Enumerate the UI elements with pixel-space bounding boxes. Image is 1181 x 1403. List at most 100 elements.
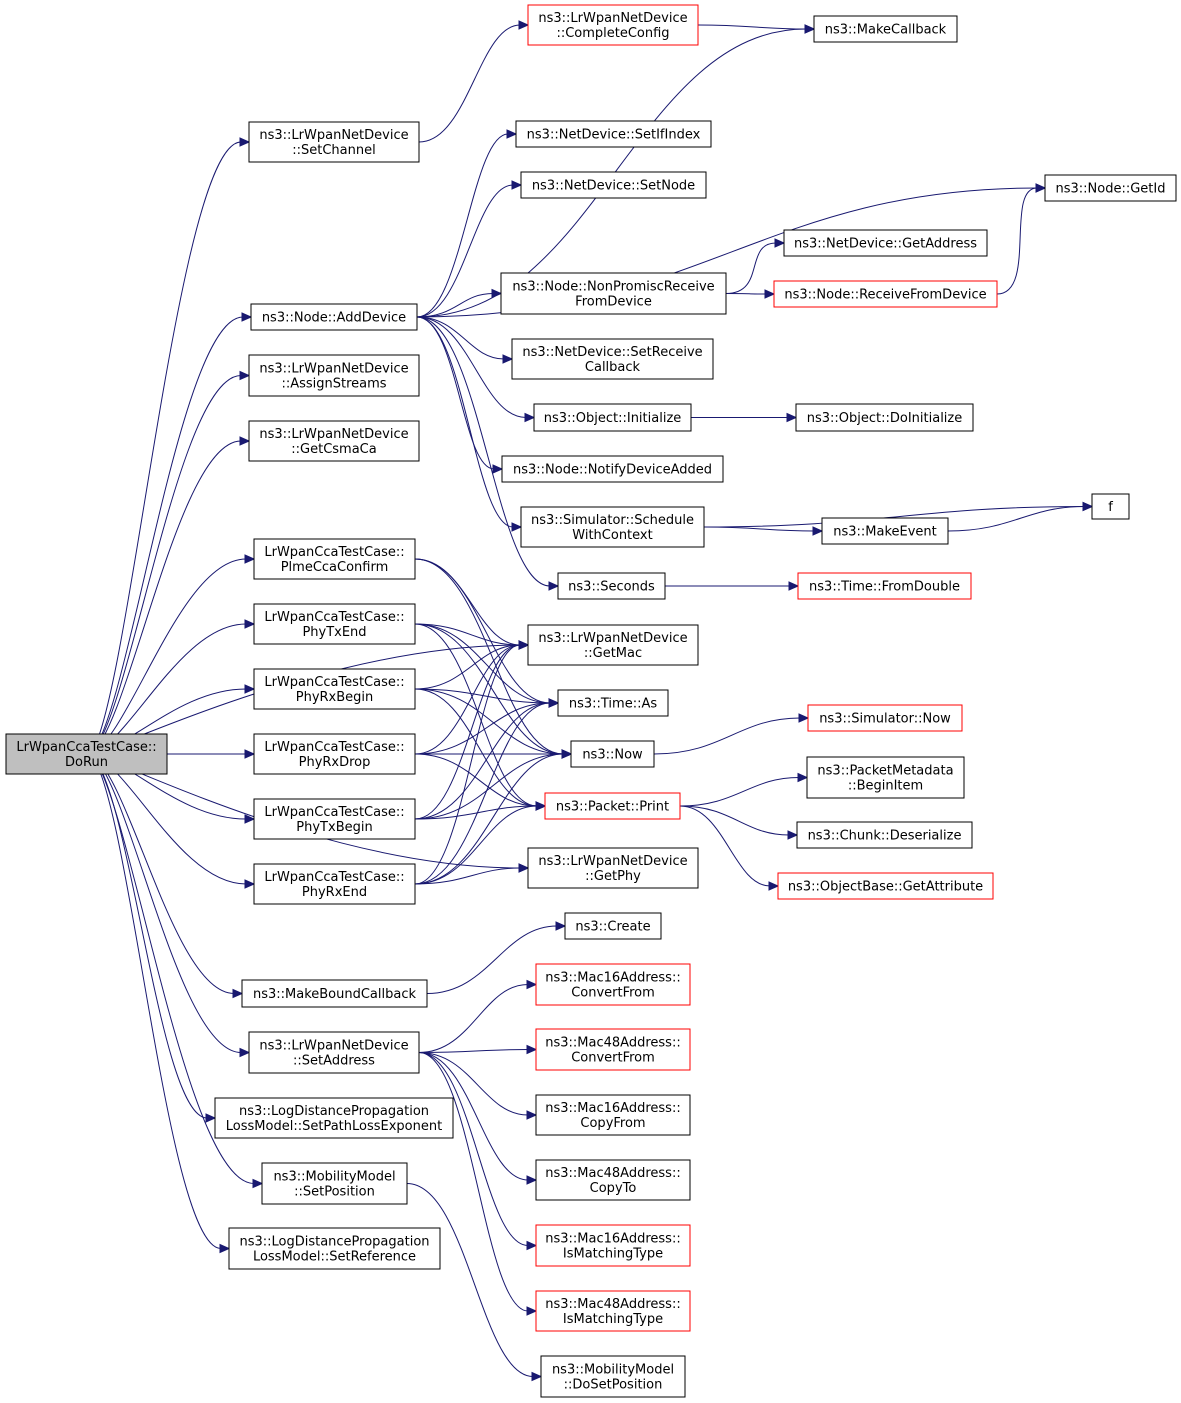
node-label: PhyRxEnd — [302, 885, 367, 900]
node-box — [777, 872, 994, 900]
node-box — [527, 4, 699, 46]
node-label: LrWpanCcaTestCase:: — [264, 870, 404, 885]
edge-addDevice-to-notifyDeviceAdded — [416, 316, 504, 474]
node-now[interactable]: ns3::Now — [570, 740, 655, 768]
node-simNow[interactable]: ns3::Simulator::Now — [807, 704, 963, 732]
node-box — [520, 171, 707, 199]
node-setAddress[interactable]: ns3::LrWpanNetDevice::SetAddress — [248, 1031, 420, 1074]
node-phyRxBegin[interactable]: LrWpanCcaTestCase::PhyRxBegin — [253, 668, 416, 710]
node-label: ns3::Mac16Address:: — [545, 971, 680, 986]
node-phyRxDrop[interactable]: LrWpanCcaTestCase::PhyRxDrop — [253, 733, 416, 775]
edge-phyRxEnd-to-packetPrint — [414, 801, 547, 885]
edge-setAddress-to-mac48CopyTo — [418, 1052, 538, 1185]
node-phyTxEnd[interactable]: LrWpanCcaTestCase::PhyTxEnd — [253, 603, 416, 645]
node-phyRxEnd[interactable]: LrWpanCcaTestCase::PhyRxEnd — [253, 863, 416, 905]
node-box — [500, 272, 727, 315]
node-mac48ConvertFrom[interactable]: ns3::Mac48Address::ConvertFrom — [535, 1028, 691, 1071]
node-nodeGetId[interactable]: ns3::Node::GetId — [1044, 174, 1177, 202]
node-label: IsMatchingType — [563, 1312, 663, 1327]
node-mac16CopyFrom[interactable]: ns3::Mac16Address::CopyFrom — [535, 1094, 691, 1136]
node-getPhy[interactable]: ns3::LrWpanNetDevice::GetPhy — [527, 847, 699, 889]
edge-phyRxEnd-to-getMac — [414, 640, 530, 885]
node-root[interactable]: LrWpanCcaTestCase::DoRun — [5, 733, 168, 775]
node-label: ns3::LogDistancePropagation — [239, 1235, 429, 1250]
node-fromDouble[interactable]: ns3::Time::FromDouble — [797, 572, 972, 600]
node-receiveFromDevice[interactable]: ns3::Node::ReceiveFromDevice — [773, 280, 998, 308]
node-box — [527, 847, 699, 889]
node-objInitialize[interactable]: ns3::Object::Initialize — [533, 403, 692, 432]
edge-phyTxEnd-to-packetPrint — [414, 623, 547, 811]
node-box — [797, 572, 972, 600]
node-label: ns3::LrWpanNetDevice — [259, 427, 408, 442]
node-mac48IsMatching[interactable]: ns3::Mac48Address::IsMatchingType — [535, 1290, 691, 1332]
node-box — [821, 517, 949, 545]
node-addDevice[interactable]: ns3::Node::AddDevice — [250, 303, 418, 331]
node-label: ns3::MakeEvent — [833, 525, 937, 540]
node-packetPrint[interactable]: ns3::Packet::Print — [544, 792, 681, 820]
node-label: ::SetAddress — [293, 1054, 375, 1069]
node-setPosition[interactable]: ns3::MobilityModel::SetPosition — [261, 1162, 408, 1205]
node-label: ::AssignStreams — [281, 377, 386, 392]
node-label: ns3::Object::Initialize — [544, 411, 682, 426]
node-label: ns3::Time::FromDouble — [809, 580, 960, 595]
node-label: ::GetCsmaCa — [291, 442, 376, 457]
edge-plmeCcaConfirm-to-getMac — [414, 558, 530, 650]
node-getCsmaCa[interactable]: ns3::LrWpanNetDevice::GetCsmaCa — [248, 420, 420, 462]
node-makeBoundCallback[interactable]: ns3::MakeBoundCallback — [241, 979, 428, 1008]
node-box — [795, 403, 974, 432]
node-box — [796, 821, 973, 849]
node-label: ::BeginItem — [848, 779, 923, 794]
node-label: ns3::Node::NonPromiscReceive — [512, 280, 714, 295]
node-label: ConvertFrom — [571, 986, 655, 1001]
node-box — [5, 733, 168, 775]
edge-addDevice-to-nonPromisc — [416, 288, 503, 318]
node-makeCallback[interactable]: ns3::MakeCallback — [813, 15, 958, 43]
edge-phyRxDrop-to-packetPrint — [414, 753, 547, 811]
node-setPathLossExponent[interactable]: ns3::LogDistancePropagationLossModel::Se… — [214, 1097, 454, 1139]
node-getAddress[interactable]: ns3::NetDevice::GetAddress — [783, 229, 988, 257]
node-setChannel[interactable]: ns3::LrWpanNetDevice::SetChannel — [248, 121, 420, 163]
node-label: ns3::LrWpanNetDevice — [259, 128, 408, 143]
edge-setAddress-to-mac16ConvertFrom — [418, 979, 538, 1053]
node-label: ns3::Create — [575, 920, 650, 935]
node-label: ns3::MobilityModel — [273, 1170, 395, 1185]
node-box — [228, 1227, 441, 1270]
node-objDoInitialize[interactable]: ns3::Object::DoInitialize — [795, 403, 974, 432]
node-doSetPosition[interactable]: ns3::MobilityModel::DoSetPosition — [540, 1355, 686, 1398]
node-makeEvent[interactable]: ns3::MakeEvent — [821, 517, 949, 545]
node-label: ns3::Mac48Address:: — [545, 1036, 680, 1051]
node-setIfIndex[interactable]: ns3::NetDevice::SetIfIndex — [515, 120, 712, 148]
node-box — [1044, 174, 1177, 202]
node-completeConfig[interactable]: ns3::LrWpanNetDevice::CompleteConfig — [527, 4, 699, 46]
node-getMac[interactable]: ns3::LrWpanNetDevice::GetMac — [527, 624, 699, 666]
node-setNode[interactable]: ns3::NetDevice::SetNode — [520, 171, 707, 199]
node-mac48CopyTo[interactable]: ns3::Mac48Address::CopyTo — [535, 1159, 691, 1201]
node-timeAs[interactable]: ns3::Time::As — [557, 689, 669, 717]
node-box — [253, 603, 416, 645]
node-notifyDeviceAdded[interactable]: ns3::Node::NotifyDeviceAdded — [501, 455, 724, 483]
node-setReference[interactable]: ns3::LogDistancePropagationLossModel::Se… — [228, 1227, 441, 1270]
node-create[interactable]: ns3::Create — [564, 912, 662, 940]
node-label: PlmeCcaConfirm — [281, 560, 389, 575]
edge-packetPrint-to-beginItem — [679, 772, 809, 807]
node-mac16IsMatching[interactable]: ns3::Mac16Address::IsMatchingType — [535, 1224, 691, 1267]
node-phyTxBegin[interactable]: LrWpanCcaTestCase::PhyTxBegin — [253, 798, 416, 840]
node-f[interactable]: f — [1091, 493, 1130, 520]
node-label: LrWpanCcaTestCase:: — [264, 545, 404, 560]
node-chunkDeserialize[interactable]: ns3::Chunk::Deserialize — [796, 821, 973, 849]
edge-addDevice-to-setNode — [416, 180, 523, 318]
node-label: ns3::Node::NotifyDeviceAdded — [513, 463, 712, 478]
node-box — [253, 668, 416, 710]
node-seconds[interactable]: ns3::Seconds — [557, 572, 666, 600]
node-mac16ConvertFrom[interactable]: ns3::Mac16Address::ConvertFrom — [535, 963, 691, 1006]
node-plmeCcaConfirm[interactable]: LrWpanCcaTestCase::PlmeCcaConfirm — [253, 538, 416, 580]
node-label: f — [1108, 500, 1113, 515]
node-label: CopyFrom — [580, 1116, 645, 1131]
node-getAttribute[interactable]: ns3::ObjectBase::GetAttribute — [777, 872, 994, 900]
node-beginItem[interactable]: ns3::PacketMetadata::BeginItem — [806, 756, 965, 799]
node-assignStreams[interactable]: ns3::LrWpanNetDevice::AssignStreams — [248, 354, 420, 397]
